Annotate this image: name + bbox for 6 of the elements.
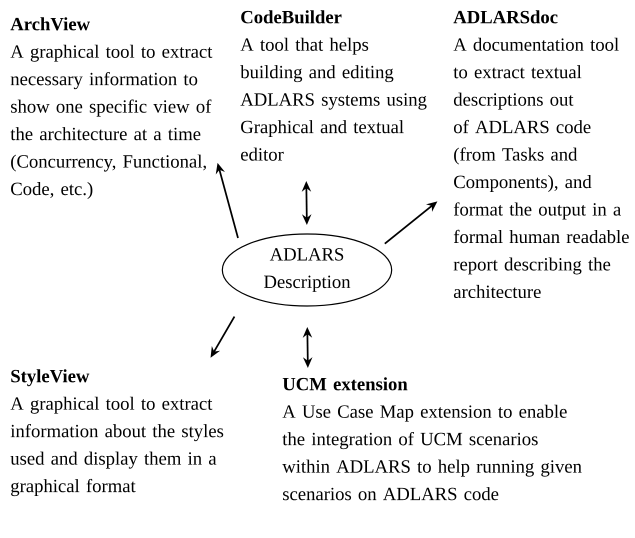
- tool-description: ArchView A graphical tool to extract necessary information to show one specific view of the architecture at a time (Concurrency, Functional, Code, etc.): [10, 17, 212, 199]
- tool-description: CodeBuilder A tool that helps building and editing ADLARS systems using Graphical and textual editor: [240, 10, 427, 161]
- tool-description: ADLARSdoc A documentation tool to extract textual descriptions out of ADLARS code (from Tasks and Components), and format the output in a formal human readable report describing the architecture: [453, 10, 629, 298]
- tool-description: StyleView A graphical tool to extract information about the styles used and display them in a graphical format: [10, 369, 224, 496]
- tool-description: UCM extension A Use Case Map extension to enable the integration of UCM scenarios within ADLARS to help running given scenarios on ADLARS code: [282, 377, 582, 500]
- ellipse-node: ADLARS Description: [222, 233, 392, 307]
